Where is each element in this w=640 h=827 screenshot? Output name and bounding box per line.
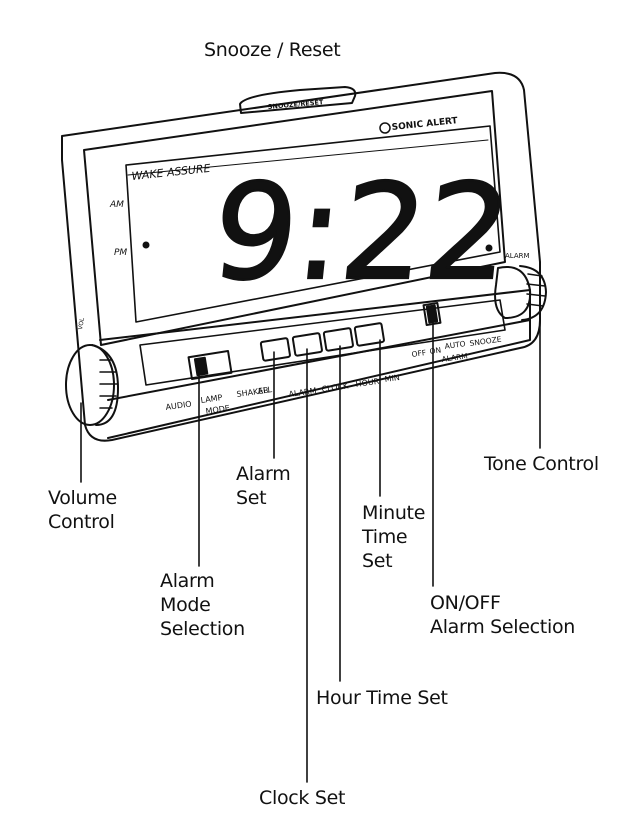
am-label: AM xyxy=(109,200,124,210)
snooze-reset-button xyxy=(239,86,357,114)
clock-set-callout-text: Clock Set xyxy=(259,787,346,809)
alarm-set-callout: Alarm Set xyxy=(236,462,291,510)
button-labels: ALARM CLOCK HOUR MIN xyxy=(288,373,400,399)
volume-knob xyxy=(65,344,119,426)
alarm-mode-selection-line-1: Alarm xyxy=(160,570,215,592)
minute-time-set-line-3: Set xyxy=(362,550,393,572)
alarm-switch-label-2: AUTO xyxy=(444,339,466,351)
mode-label-1: LAMP xyxy=(200,393,223,405)
mode-title: MODE xyxy=(205,404,230,416)
volume-control-line-1: Volume xyxy=(48,487,117,509)
alarm-set-line-2: Set xyxy=(236,487,267,509)
alarm-mode-selection-line-3: Selection xyxy=(160,618,245,640)
alarm-switch-title: ALARM xyxy=(441,351,468,364)
button-label-2: HOUR xyxy=(355,377,380,389)
mode-slider xyxy=(187,350,233,380)
vol-label: VOL xyxy=(77,317,86,331)
mode-label-3: ALL xyxy=(257,385,273,396)
alarm-set-line-1: Alarm xyxy=(236,463,291,485)
alarm-mode-selection-callout: Alarm Mode Selection xyxy=(160,569,245,641)
volume-control-line-2: Control xyxy=(48,511,115,533)
pm-label: PM xyxy=(114,248,127,258)
minute-time-set-line-1: Minute xyxy=(362,502,426,524)
brand-logo-icon xyxy=(379,122,391,134)
front-bezel xyxy=(83,90,506,346)
front-buttons xyxy=(259,322,385,362)
mode-labels: AUDIO LAMP SHAKER ALL MODE xyxy=(165,385,273,416)
control-panel xyxy=(139,299,506,386)
minute-time-set-line-2: Time xyxy=(362,526,408,548)
clock-set-callout: Clock Set xyxy=(259,786,345,810)
alarm-mode-selection-line-2: Mode xyxy=(160,594,211,616)
alarm-switch-label-1: ON xyxy=(429,345,442,356)
hour-time-set-callout: Hour Time Set xyxy=(316,686,448,710)
display-window xyxy=(125,125,501,323)
tone-control-callout-text: Tone Control xyxy=(484,453,599,475)
on-off-alarm-selection-callout: ON/OFF Alarm Selection xyxy=(430,591,575,639)
alarm-switch-label-0: OFF xyxy=(411,348,427,359)
on-off-alarm-selection-line-2: Alarm Selection xyxy=(430,616,576,638)
button-label-1: CLOCK xyxy=(321,381,350,394)
clock-base xyxy=(99,289,531,439)
alarm-indicator: ALARM xyxy=(505,252,530,260)
alarm-switch-label-3: SNOOZE xyxy=(469,335,502,348)
clock-body xyxy=(61,71,541,442)
mode-label-0: AUDIO xyxy=(165,399,192,412)
leader-lines xyxy=(80,317,541,783)
on-off-alarm-selection-line-1: ON/OFF xyxy=(430,592,501,614)
minute-time-set-callout: Minute Time Set xyxy=(362,501,425,573)
button-label-0: ALARM xyxy=(288,386,317,399)
hour-time-set-callout-text: Hour Time Set xyxy=(316,687,448,709)
tone-control-callout: Tone Control xyxy=(484,452,599,476)
volume-control-callout: Volume Control xyxy=(48,486,117,534)
snooze-reset-callout-text: Snooze / Reset xyxy=(204,39,341,61)
tone-knob xyxy=(494,265,547,321)
brand-line: WAKE ASSURE xyxy=(131,162,211,183)
alarm-switch-labels: OFF ON AUTO SNOOZE ALARM xyxy=(411,335,502,364)
display-time: 9:22 xyxy=(205,156,518,310)
snooze-reset-callout: Snooze / Reset xyxy=(204,38,341,62)
button-label-3: MIN xyxy=(384,373,400,384)
